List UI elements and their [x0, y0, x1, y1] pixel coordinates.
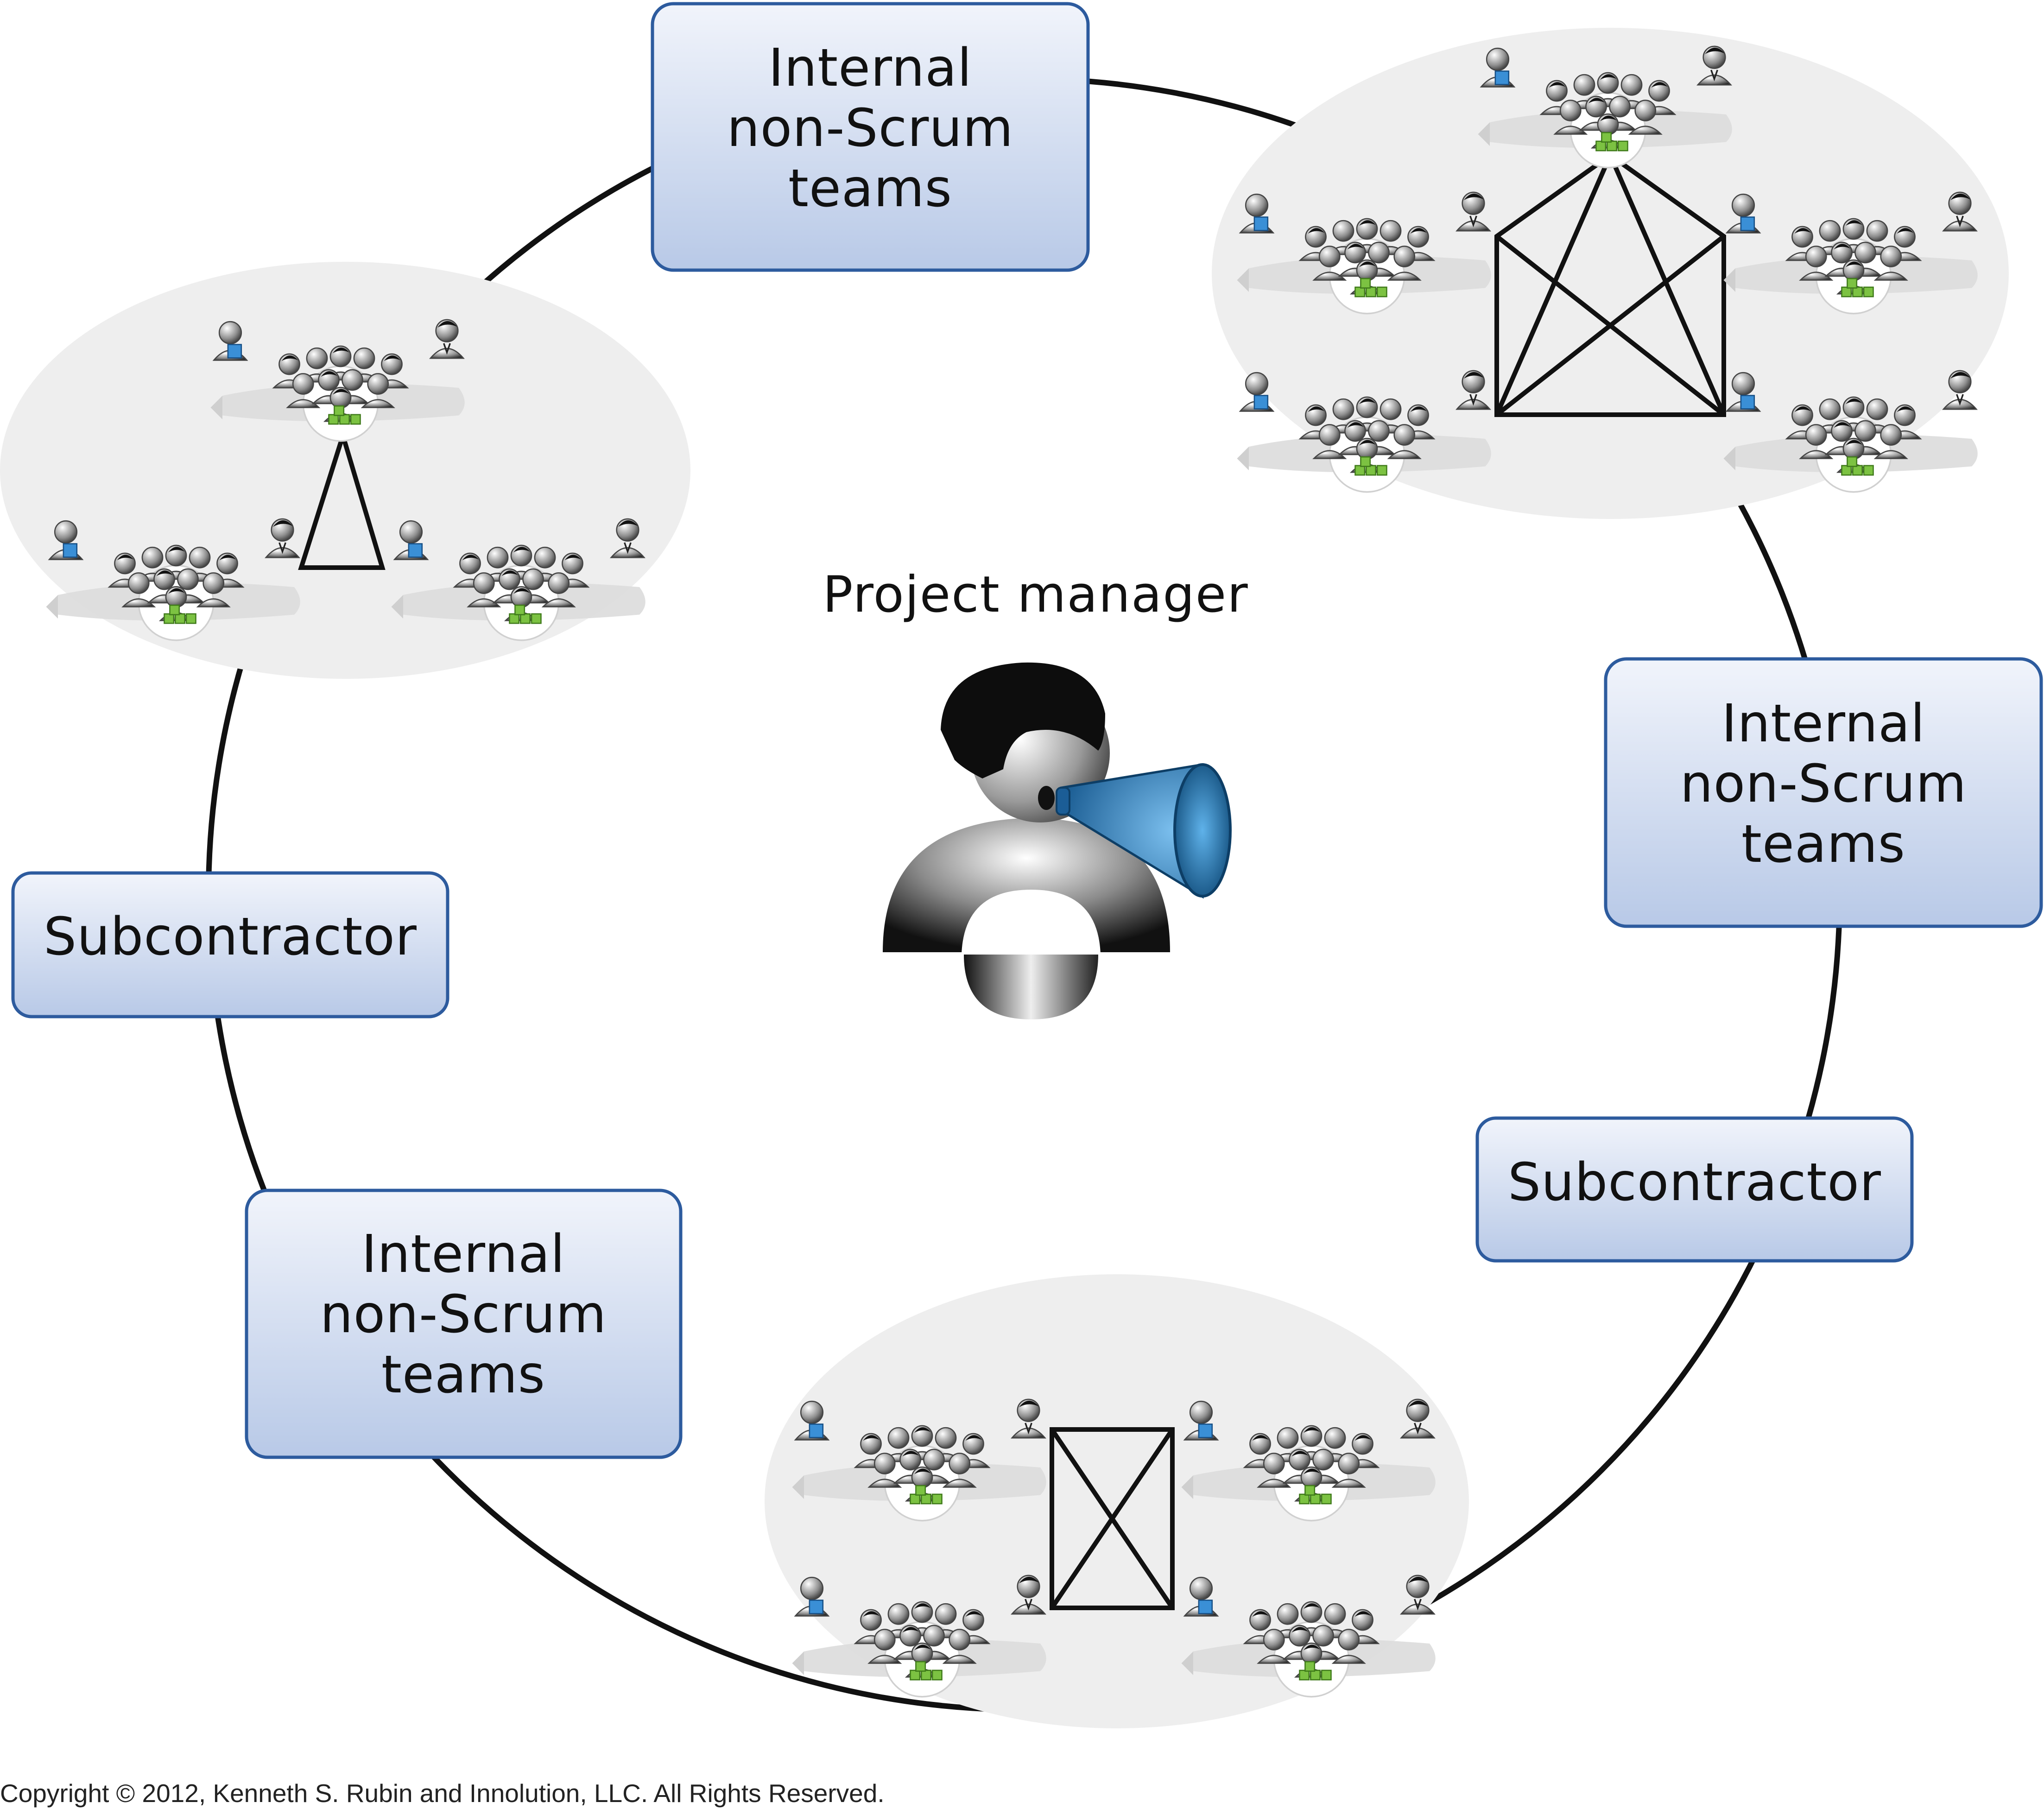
cluster-top-right-background: [1212, 28, 2009, 519]
box-label-line: teams: [381, 1345, 545, 1405]
box-label-line: Subcontractor: [44, 907, 417, 967]
box-label-line: teams: [788, 158, 952, 219]
box-label-line: Internal: [1721, 694, 1925, 754]
project-manager-with-megaphone-icon: [883, 662, 1232, 1019]
copyright-notice: Copyright © 2012, Kenneth S. Rubin and I…: [0, 1779, 885, 1808]
box-label-line: non-Scrum: [320, 1284, 607, 1345]
box-label-line: Internal: [361, 1224, 565, 1284]
box-label-line: teams: [1741, 814, 1905, 874]
box-subcontractor-right: Subcontractor: [1475, 1116, 1914, 1263]
cluster-left: [45, 319, 646, 641]
cluster-top-right-connector: [1494, 152, 1726, 417]
cluster-top-right: [1236, 45, 1979, 493]
box-internal-non-scrum-top: Internal non-Scrum teams: [651, 2, 1090, 272]
box-internal-non-scrum-bottom-left: Internal non-Scrum teams: [245, 1189, 683, 1459]
cluster-bottom: [791, 1398, 1436, 1698]
box-label-line: Internal: [768, 38, 972, 98]
cluster-bottom-connector: [1050, 1427, 1175, 1610]
box-label-line: Subcontractor: [1508, 1152, 1881, 1213]
box-label-line: non-Scrum: [727, 98, 1014, 158]
box-subcontractor-left: Subcontractor: [11, 871, 449, 1018]
box-internal-non-scrum-right: Internal non-Scrum teams: [1604, 657, 2043, 928]
project-manager-title: Project manager: [823, 566, 1248, 624]
cluster-left-connector: [298, 427, 386, 570]
box-label-line: non-Scrum: [1680, 754, 1967, 814]
